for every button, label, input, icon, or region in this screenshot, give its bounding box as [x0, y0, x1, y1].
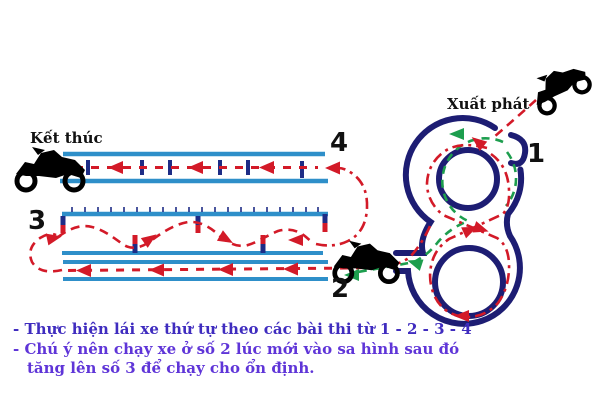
- stage3-ruler-ticks: [71, 207, 319, 212]
- stage2-number: 2: [331, 274, 350, 304]
- stage3-arrows: [45, 230, 303, 248]
- stage4-entry-arrow: [325, 161, 340, 175]
- motorcycle-icon-start: [525, 55, 594, 117]
- stage2-left-arrows: [76, 262, 298, 277]
- figure-eight: [344, 99, 537, 327]
- stage4-number: 4: [330, 128, 349, 158]
- route-green: [344, 128, 518, 281]
- loop-right-connector: [315, 166, 369, 247]
- instruction-line-2: - Chú ý nên chạy xe ở số 2 lúc mới vào s…: [13, 340, 460, 358]
- entrance-hook: [508, 132, 529, 167]
- track-stage4: [60, 151, 328, 184]
- finish-label: Kết thúc: [30, 129, 103, 147]
- track-stage3: [45, 207, 328, 255]
- instruction-line-3: tăng lên số 3 để chạy cho ổn định.: [27, 359, 315, 377]
- stage4-left-arrows: [108, 161, 274, 174]
- instruction-line-1: - Thực hiện lái xe thứ tự theo các bài t…: [13, 320, 472, 338]
- track-stage2: [63, 260, 397, 281]
- start-label: Xuất phát: [447, 95, 530, 113]
- stage3-number: 3: [28, 206, 47, 236]
- loop-left-connector: [28, 232, 63, 273]
- stage1-number: 1: [527, 139, 546, 169]
- stage3-route-wave: [57, 220, 315, 250]
- start-approach: [493, 99, 537, 138]
